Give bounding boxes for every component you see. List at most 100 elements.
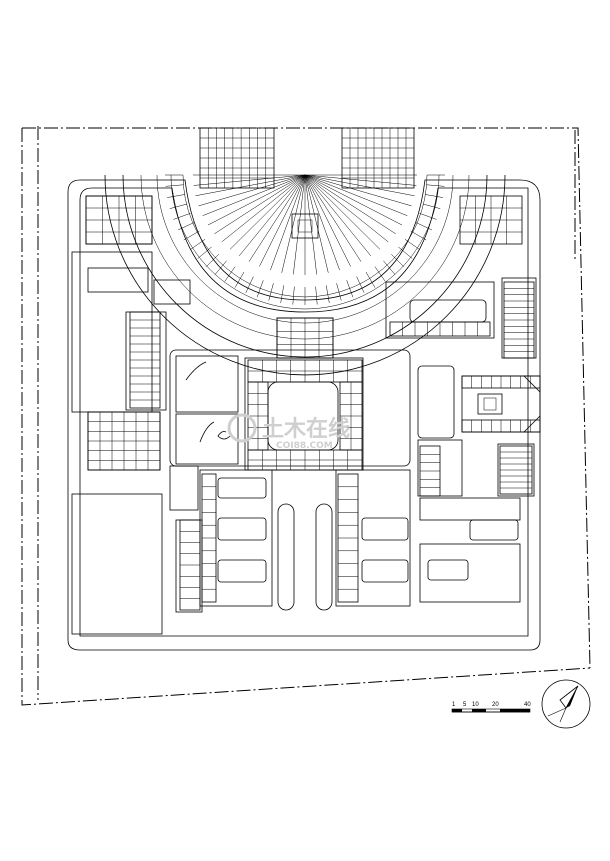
seating-segment: [398, 246, 413, 259]
seating-ray: [229, 174, 306, 250]
seating-ray: [281, 174, 306, 273]
watermark-logo-icon: [227, 413, 257, 443]
seating-segment: [391, 254, 405, 268]
seating-ray: [304, 174, 396, 234]
seating-segment: [336, 283, 342, 301]
stand-wing-1: [341, 127, 415, 189]
seating-ray: [304, 174, 389, 243]
seating-ray: [193, 174, 306, 186]
seating-segment: [280, 285, 285, 304]
seating-segment: [256, 280, 264, 298]
seating-ray: [207, 174, 306, 226]
amphitheater: [104, 127, 506, 376]
west-column-paving: [129, 311, 161, 409]
seating-segment: [197, 246, 212, 259]
seating-segment: [422, 203, 441, 209]
seating-segment: [410, 230, 427, 241]
east-block: [385, 277, 541, 603]
seating-segment: [173, 213, 191, 220]
seating-ray: [214, 174, 306, 234]
northwest-paving: [85, 195, 153, 245]
seating-ray: [304, 174, 381, 250]
seating-segment: [419, 213, 437, 220]
scale-label-1: 1: [452, 702, 456, 708]
parking-southeast: [499, 445, 533, 495]
seating-ray: [304, 174, 362, 262]
seating-segment: [425, 194, 443, 198]
seating-segment: [169, 203, 188, 209]
seating-segment: [415, 222, 432, 231]
seating-segment: [315, 286, 318, 305]
south-west-stair: [179, 519, 201, 611]
plaza-east-paving: [339, 381, 363, 451]
east-strip: [389, 321, 491, 337]
watermark-text: 土木在线: [262, 416, 350, 442]
seating-segment: [365, 271, 376, 288]
seating-segment: [183, 230, 200, 241]
seating-segment: [167, 194, 185, 198]
stand-wing-0: [199, 127, 275, 189]
seating-segment: [346, 280, 354, 298]
seating-segment: [268, 283, 274, 301]
seating-ray: [195, 174, 306, 197]
scale-label-5: 5: [463, 702, 467, 708]
seating-ray: [304, 174, 415, 197]
south-blocks: [169, 465, 411, 613]
seating-segment: [205, 254, 219, 268]
seating-ray: [304, 174, 372, 257]
seating-ray: [270, 174, 306, 271]
paving-grids: [85, 195, 541, 611]
east-plaza-north: [461, 375, 541, 389]
east-column: [419, 445, 441, 497]
seating-ray: [304, 174, 340, 271]
seating-segment: [214, 260, 227, 275]
scale-label-20: 20: [492, 702, 499, 708]
south-west-column: [201, 473, 217, 603]
parking-east: [503, 281, 535, 359]
seating-ray: [304, 174, 329, 273]
site-boundary: [21, 126, 591, 706]
plaza-north-paving: [247, 359, 363, 383]
stage-inner: [297, 219, 313, 233]
watermark-subtext: COI88.COM: [276, 441, 333, 451]
seating-ray: [248, 174, 306, 262]
seating-segment: [234, 271, 245, 288]
seating-segment: [224, 266, 236, 282]
seating-ray: [304, 174, 403, 226]
seating-ray: [202, 174, 306, 216]
plaza-entry-paving: [276, 317, 334, 359]
seating-ray: [221, 174, 306, 243]
seating-ray: [304, 174, 351, 267]
seating-ray: [304, 174, 317, 275]
seating-segment: [374, 266, 386, 282]
seating-ray: [259, 174, 306, 267]
ring-road: [67, 179, 541, 651]
seating-segment: [404, 239, 420, 250]
seating-segment: [426, 184, 445, 187]
stage: [291, 213, 319, 239]
seating-segment: [356, 276, 365, 293]
seating-ray: [238, 174, 306, 257]
seating-ray: [304, 174, 417, 186]
seating-segment: [292, 286, 295, 305]
west-paving: [87, 411, 161, 471]
south-east-column: [337, 473, 359, 603]
seating-segment: [178, 222, 195, 231]
scale-label-10: 10: [472, 702, 479, 708]
northeast-paving: [459, 195, 523, 245]
seating-segment: [325, 285, 330, 304]
scale-bar: 1 5 10 20 40: [451, 702, 531, 713]
east-plaza-south: [461, 419, 541, 433]
seating-segment: [190, 239, 206, 250]
north-arrow-icon: [541, 679, 591, 729]
plaza-south-paving: [247, 449, 363, 471]
seating-ray: [198, 174, 306, 207]
seating-arc: [170, 174, 440, 310]
seating-ray: [304, 174, 408, 216]
seating-segment: [165, 184, 184, 187]
seating-ray: [293, 174, 306, 275]
seating-segment: [245, 276, 254, 293]
seating-ray: [304, 174, 412, 207]
watermark: 土木在线 COI88.COM: [227, 413, 350, 451]
